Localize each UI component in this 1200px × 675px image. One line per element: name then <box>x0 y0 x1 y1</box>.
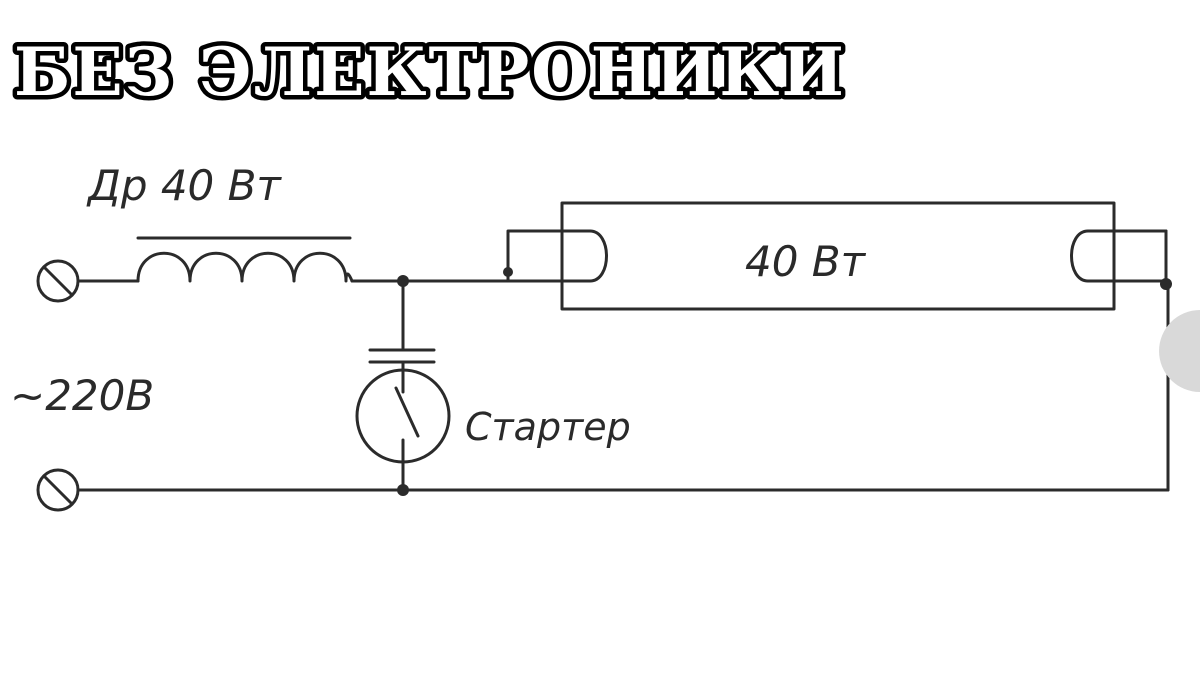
glow-starter-icon <box>355 368 451 464</box>
inductor-coil-icon <box>136 251 354 283</box>
junction-lamp-right <box>1160 278 1172 290</box>
headline: БЕЗ ЭЛЕКТРОНИКИ <box>14 33 846 111</box>
choke <box>136 236 354 283</box>
choke-label: Др 40 Вт <box>86 161 282 210</box>
lamp-left-filament <box>506 229 608 283</box>
lamp-right-filament <box>1070 229 1168 283</box>
terminal-top <box>36 259 80 303</box>
capacitor <box>368 348 436 364</box>
lamp-label: 40 Вт <box>745 237 867 286</box>
voltage-label: ~220В <box>10 371 154 420</box>
screw-terminal-icon <box>36 259 80 303</box>
junction-lamp-left <box>503 267 513 277</box>
fluorescent-tube-icon <box>560 201 1116 311</box>
starter-label: Стартер <box>465 405 631 449</box>
starter <box>355 368 451 464</box>
screw-terminal-icon <box>36 468 80 512</box>
terminal-bottom <box>36 468 80 512</box>
capacitor-icon <box>368 348 436 364</box>
lamp: 40 Вт <box>503 201 1172 311</box>
scroll-hint <box>1159 310 1200 392</box>
